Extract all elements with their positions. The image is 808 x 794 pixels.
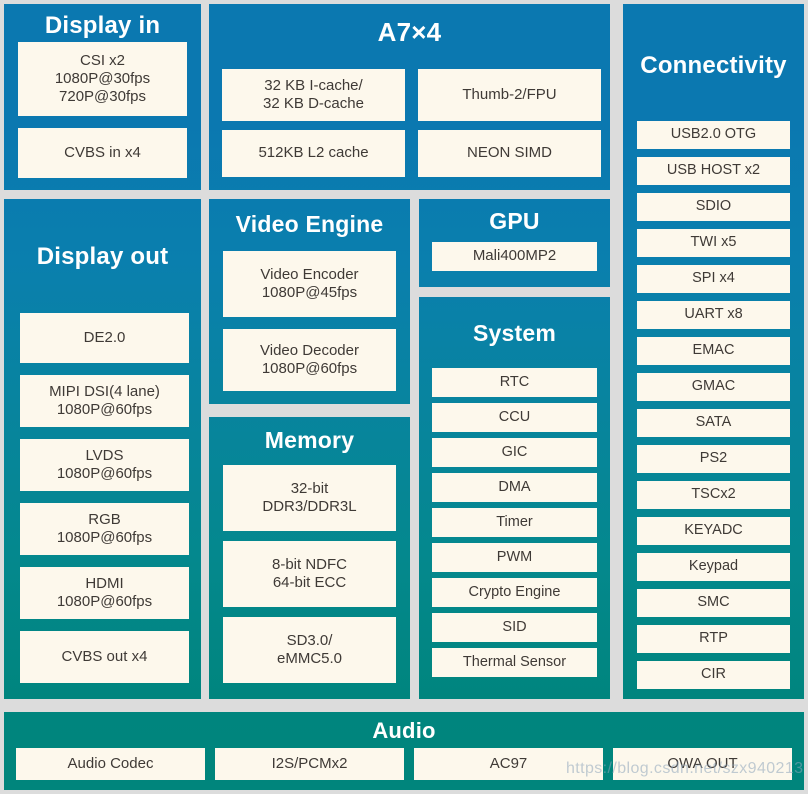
panel-display-out: Display out DE2.0 MIPI DSI(4 lane) 1080P… [4, 199, 201, 699]
panel-title-connectivity: Connectivity [640, 52, 787, 79]
block-thermal-sensor: Thermal Sensor [432, 648, 597, 677]
panel-title-display-out: Display out [36, 243, 169, 270]
panel-title-video-engine: Video Engine [235, 211, 384, 237]
panel-cpu: A7×4 32 KB I-cache/ 32 KB D-cache Thumb-… [209, 4, 610, 190]
panel-video-engine: Video Engine Video Encoder 1080P@45fps V… [209, 199, 410, 404]
block-ccu: CCU [432, 403, 597, 432]
block-neon-simd: NEON SIMD [418, 130, 601, 177]
block-twi: TWI x5 [637, 229, 790, 257]
block-mali400: Mali400MP2 [432, 242, 597, 271]
block-keypad: Keypad [637, 553, 790, 581]
block-audio-codec: Audio Codec [16, 748, 205, 780]
panel-title-display-in: Display in [44, 12, 161, 39]
block-sd-emmc: SD3.0/ eMMC5.0 [223, 617, 396, 683]
block-thumb2-fpu: Thumb-2/FPU [418, 69, 601, 121]
panel-title-memory: Memory [264, 427, 355, 453]
panel-title-gpu: GPU [489, 208, 540, 234]
block-cir: CIR [637, 661, 790, 689]
block-ndfc-ecc: 8-bit NDFC 64-bit ECC [223, 541, 396, 607]
block-uart: UART x8 [637, 301, 790, 329]
block-rtc: RTC [432, 368, 597, 397]
block-crypto-engine: Crypto Engine [432, 578, 597, 607]
block-mipi-dsi: MIPI DSI(4 lane) 1080P@60fps [20, 375, 189, 427]
panel-memory: Memory 32-bit DDR3/DDR3L 8-bit NDFC 64-b… [209, 417, 410, 699]
block-rtp: RTP [637, 625, 790, 653]
block-sata: SATA [637, 409, 790, 437]
panel-title-audio: Audio [372, 718, 436, 743]
block-cvbs-out: CVBS out x4 [20, 631, 189, 683]
block-owa-out: OWA OUT [613, 748, 792, 780]
block-l2-cache: 512KB L2 cache [222, 130, 405, 177]
block-ps2: PS2 [637, 445, 790, 473]
block-video-decoder: Video Decoder 1080P@60fps [223, 329, 396, 391]
panel-system: System RTC CCU GIC DMA Timer PWM Crypto … [419, 297, 610, 699]
panel-gpu: GPU Mali400MP2 [419, 199, 610, 287]
block-ddr3: 32-bit DDR3/DDR3L [223, 465, 396, 531]
block-i2s-pcm: I2S/PCMx2 [215, 748, 404, 780]
block-emac: EMAC [637, 337, 790, 365]
block-dma: DMA [432, 473, 597, 502]
block-smc: SMC [637, 589, 790, 617]
block-tsc: TSCx2 [637, 481, 790, 509]
block-cvbs-in: CVBS in x4 [18, 128, 187, 178]
block-sdio: SDIO [637, 193, 790, 221]
block-rgb: RGB 1080P@60fps [20, 503, 189, 555]
block-pwm: PWM [432, 543, 597, 572]
block-usb-otg: USB2.0 OTG [637, 121, 790, 149]
block-timer: Timer [432, 508, 597, 537]
block-keyadc: KEYADC [637, 517, 790, 545]
block-l1-cache: 32 KB I-cache/ 32 KB D-cache [222, 69, 405, 121]
panel-display-in: Display in CSI x2 1080P@30fps 720P@30fps… [4, 4, 201, 190]
block-de20: DE2.0 [20, 313, 189, 363]
block-video-encoder: Video Encoder 1080P@45fps [223, 251, 396, 317]
block-hdmi: HDMI 1080P@60fps [20, 567, 189, 619]
block-ac97: AC97 [414, 748, 603, 780]
block-usb-host: USB HOST x2 [637, 157, 790, 185]
block-sid: SID [432, 613, 597, 642]
panel-title-cpu: A7×4 [377, 17, 442, 47]
panel-connectivity: Connectivity USB2.0 OTG USB HOST x2 SDIO… [623, 4, 804, 699]
block-csi: CSI x2 1080P@30fps 720P@30fps [18, 42, 187, 116]
block-spi: SPI x4 [637, 265, 790, 293]
block-lvds: LVDS 1080P@60fps [20, 439, 189, 491]
block-gic: GIC [432, 438, 597, 467]
panel-title-system: System [472, 320, 557, 346]
panel-audio: Audio Audio Codec I2S/PCMx2 AC97 OWA OUT [4, 712, 804, 790]
block-gmac: GMAC [637, 373, 790, 401]
